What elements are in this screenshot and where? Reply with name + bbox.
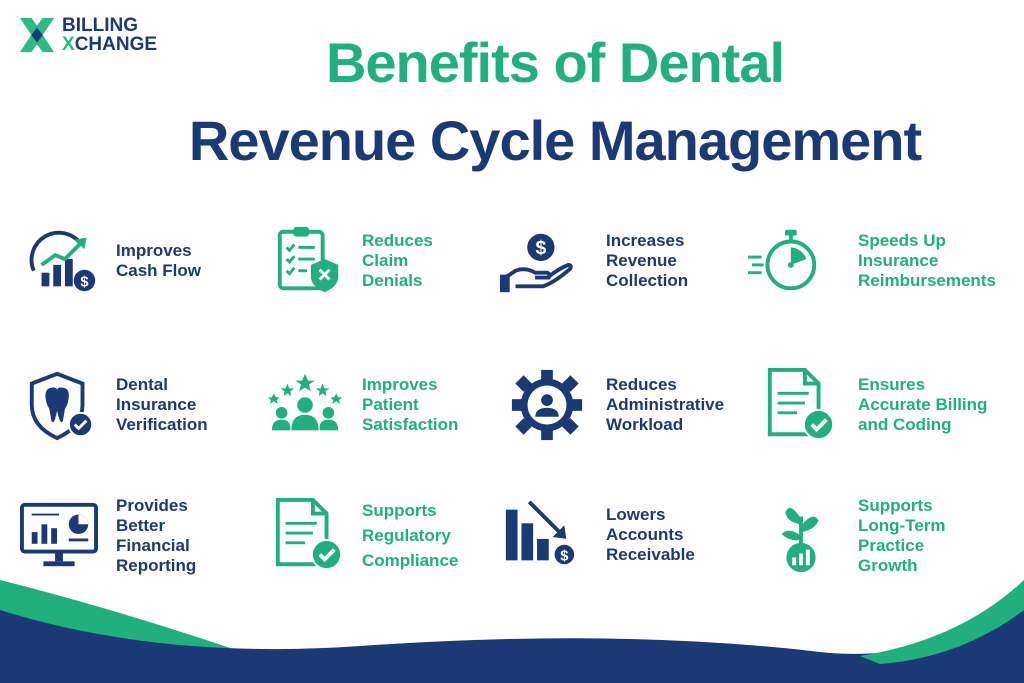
cash-flow-chart-icon: $ (29, 230, 96, 292)
title-line1: Benefits of Dental (325, 31, 785, 94)
document-check-icon (275, 497, 343, 571)
document-check-icon (767, 367, 835, 441)
benefit-label: Supports Long-Term Practice Growth (858, 496, 946, 575)
benefit-item: Reduces Administrative Workload (508, 366, 724, 444)
logo-x-icon (19, 17, 55, 53)
stopwatch-icon (747, 229, 817, 291)
brand-line1: BILLING (62, 15, 138, 36)
benefit-label: Speeds Up Insurance Reimbursements (858, 231, 996, 290)
title-line2: Revenue Cycle Management (188, 109, 922, 172)
benefit-label: Increases Revenue Collection (606, 231, 689, 290)
svg-text:$: $ (560, 548, 568, 564)
benefit-label: Reduces Administrative Workload (606, 375, 725, 434)
benefit-item: $ Improves Cash Flow (24, 222, 201, 300)
benefit-item: Provides Better Financial Reporting (20, 496, 196, 576)
hand-dollar-icon: $ (499, 233, 573, 293)
clipboard-deny-icon (277, 226, 339, 293)
people-stars-icon (267, 373, 343, 431)
benefit-label: Reduces Claim Denials (362, 231, 433, 290)
benefit-item: $ Increases Revenue Collection (498, 222, 688, 300)
svg-text:$: $ (535, 237, 546, 259)
benefit-label: Lowers Accounts Receivable (606, 505, 695, 564)
benefit-item: Supports Long-Term Practice Growth (762, 496, 946, 576)
plant-growth-icon (781, 507, 819, 573)
benefit-label: Provides Better Financial Reporting (116, 496, 197, 575)
monitor-report-icon (20, 502, 98, 567)
benefit-label: Supports Regulatory Compliance (362, 500, 459, 570)
benefit-item: Improves Patient Satisfaction (266, 366, 458, 444)
benefit-item: Reduces Claim Denials (270, 222, 433, 300)
tooth-shield-icon (29, 371, 94, 441)
benefit-label: Improves Cash Flow (116, 241, 202, 280)
benefit-label: Dental Insurance Verification (116, 375, 208, 434)
benefit-item: $ Lowers Accounts Receivable (500, 496, 695, 574)
benefit-item: Ensures Accurate Billing and Coding (762, 366, 987, 444)
benefit-label: Improves Patient Satisfaction (362, 375, 459, 434)
brand-logo: BILLING XCHANGE (18, 16, 157, 54)
gear-person-icon (511, 369, 583, 441)
benefit-label: Ensures Accurate Billing and Coding (858, 375, 988, 434)
benefit-item: Supports Regulatory Compliance (270, 496, 458, 574)
svg-text:$: $ (80, 274, 88, 290)
footer-wave (0, 580, 1024, 683)
brand-line2: XCHANGE (62, 34, 158, 55)
benefit-item: Dental Insurance Verification (24, 366, 208, 444)
declining-bars-icon: $ (505, 500, 577, 567)
benefit-item: Speeds Up Insurance Reimbursements (746, 222, 996, 300)
